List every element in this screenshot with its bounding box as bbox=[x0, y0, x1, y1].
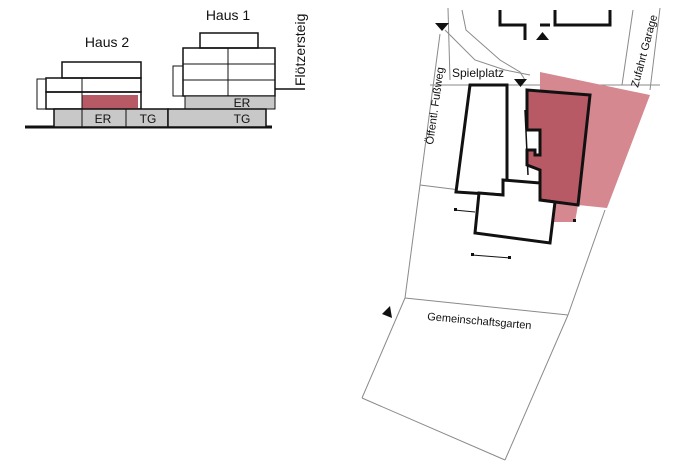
haus-1-top-floor bbox=[199, 32, 259, 49]
north-arrow-icon bbox=[536, 32, 549, 40]
haus-2-floor-3 bbox=[45, 77, 142, 93]
haus-2-label: Haus 2 bbox=[85, 34, 130, 50]
garage-road-right bbox=[649, 7, 661, 91]
west-boundary-2 bbox=[361, 297, 406, 399]
tick-4 bbox=[573, 219, 576, 222]
er-label-haus-2: ER bbox=[95, 112, 112, 126]
haus-1-garage bbox=[167, 108, 267, 128]
path-line-2 bbox=[461, 9, 526, 81]
street-label: Flötzersteig bbox=[292, 14, 308, 86]
building-section: Haus 2 Haus 1 Flötzersteig ER TG ER TG bbox=[25, 7, 308, 129]
west-boundary-1 bbox=[404, 184, 421, 299]
site-divider-left bbox=[419, 184, 461, 191]
haus-1-section bbox=[167, 32, 276, 128]
neighbor-building-left bbox=[498, 10, 527, 40]
road-lines bbox=[361, 7, 661, 461]
east-boundary-upper bbox=[567, 209, 606, 316]
haus-2-balcony bbox=[36, 78, 47, 110]
neighbor-building bbox=[498, 10, 612, 40]
east-boundary-lower bbox=[504, 314, 569, 461]
buildings bbox=[454, 83, 592, 245]
playground-label: Spielplatz bbox=[452, 66, 504, 80]
garage-road-left bbox=[621, 9, 634, 86]
garage-access-label: Zufahrt Garage bbox=[629, 14, 660, 89]
path-line-3 bbox=[444, 29, 531, 76]
tick-marks bbox=[453, 208, 576, 259]
footpath-line bbox=[419, 33, 441, 186]
site-plan: Öffentl. Fußweg Spielplatz Zufahrt Garag… bbox=[361, 7, 661, 461]
path-line-1 bbox=[447, 7, 451, 81]
tick-1 bbox=[454, 208, 457, 211]
tg-label-haus-2: TG bbox=[140, 112, 157, 126]
haus-1-upper-floors bbox=[182, 47, 276, 97]
haus-1-balcony bbox=[172, 65, 184, 97]
south-boundary bbox=[361, 397, 506, 461]
haus-1-ground-rooms bbox=[184, 95, 276, 110]
arrows bbox=[382, 23, 549, 318]
haus-1-label: Haus 1 bbox=[206, 7, 251, 23]
garden-divider bbox=[404, 297, 569, 316]
tick-2 bbox=[471, 253, 474, 256]
er-label-haus-1: ER bbox=[234, 96, 251, 110]
garden-entry-arrow-icon bbox=[382, 306, 392, 318]
haus-2-floor-4 bbox=[61, 61, 142, 79]
inner-connector bbox=[524, 109, 529, 176]
highlighted-apartment-section bbox=[82, 95, 138, 109]
haus-2-footprint bbox=[454, 83, 509, 197]
footpath-arrow-icon bbox=[435, 23, 449, 31]
tick-line-1 bbox=[453, 209, 476, 213]
haus-1-footprint bbox=[473, 178, 557, 245]
tg-label-haus-1: TG bbox=[234, 112, 251, 126]
garden-label: Gemeinschaftsgarten bbox=[427, 311, 532, 332]
neighbor-building-right bbox=[553, 10, 612, 27]
footpath-label: Öffentl. Fußweg bbox=[424, 66, 447, 145]
tick-line-2 bbox=[471, 254, 511, 259]
playground-arrow-icon bbox=[514, 79, 527, 87]
